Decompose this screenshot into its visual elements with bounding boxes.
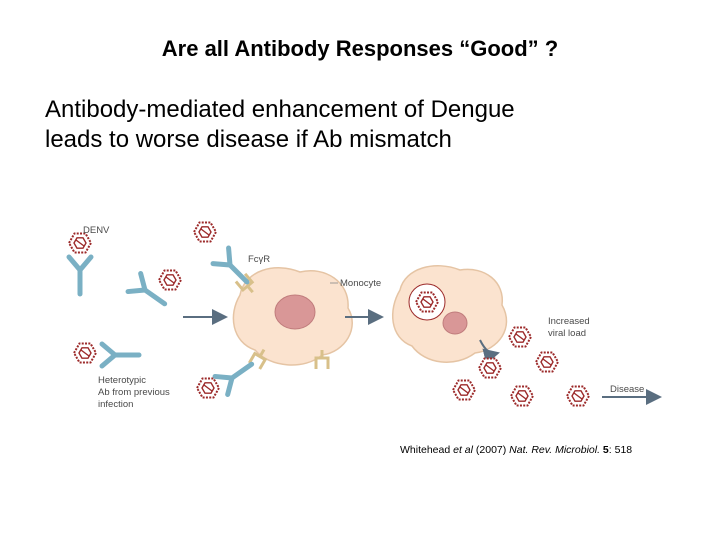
citation-authors: Whitehead [400, 444, 454, 456]
citation-volume: 5 [600, 444, 609, 456]
heterotypic-virus [73, 342, 97, 364]
label-denv: DENV [83, 225, 110, 236]
release-arrow [479, 339, 500, 365]
label-fcgr: FcγR [248, 254, 270, 265]
denv-virus-bound [158, 269, 182, 291]
bullet-line-2: leads to worse disease if Ab mismatch [45, 126, 452, 153]
monocyte-cell-1 [232, 267, 353, 366]
citation-etal: et al [453, 444, 473, 456]
released-virus-2 [478, 357, 502, 379]
citation-pages: : 518 [608, 444, 633, 456]
virus-bound-top [193, 221, 217, 243]
citation-journal: Nat. Rev. Microbiol. [509, 444, 601, 456]
label-heterotypic-2: Ab from previous [98, 387, 170, 398]
antibody-1 [69, 257, 91, 294]
label-disease: Disease [610, 384, 644, 395]
released-virus-3 [535, 351, 559, 373]
ade-diagram: DENV Heterotypic Ab from previous infect… [60, 221, 662, 410]
bullet-line-1: Antibody-mediated enhancement of Dengue [45, 96, 515, 123]
label-monocyte: Monocyte [340, 278, 381, 289]
virus-bound-bottom [196, 377, 220, 399]
released-virus-4 [452, 379, 476, 401]
label-heterotypic-1: Heterotypic [98, 375, 146, 386]
heterotypic-antibody [102, 344, 139, 366]
label-heterotypic-3: infection [98, 399, 133, 410]
released-virus-5 [510, 385, 534, 407]
denv-virus [68, 232, 92, 254]
citation: Whitehead et al (2007) Nat. Rev. Microbi… [400, 444, 632, 456]
slide-title: Are all Antibody Responses “Good” ? [161, 36, 559, 61]
citation-year: (2007) [472, 444, 510, 456]
monocyte-cell-2 [392, 265, 508, 363]
released-virus-6 [566, 385, 590, 407]
label-increased: Increased [548, 316, 590, 327]
label-viral-load: viral load [548, 328, 586, 339]
released-virus-1 [508, 326, 532, 348]
